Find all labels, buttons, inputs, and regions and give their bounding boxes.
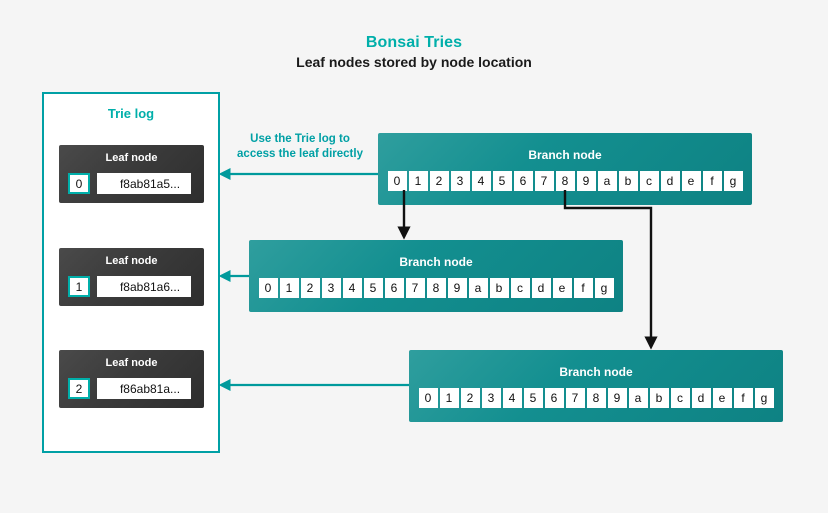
trie-log-annotation: Use the Trie log to access the leaf dire… [225,132,375,162]
branch-cell-1[interactable]: 1 [279,278,299,298]
leaf-node-0[interactable]: Leaf node 0 f8ab81a5... [59,145,204,203]
branch-cell-4[interactable]: 4 [471,171,491,191]
branch-cell-f[interactable]: f [573,278,593,298]
leaf-node-label: Leaf node [105,152,158,164]
leaf-node-row: 0 f8ab81a5... [68,173,191,194]
branch-cell-1[interactable]: 1 [439,388,459,408]
branch-cell-a[interactable]: a [597,171,617,191]
branch-cell-2[interactable]: 2 [460,388,480,408]
leaf-index-box: 1 [68,276,90,297]
branch-cell-g[interactable]: g [594,278,614,298]
leaf-index-box: 0 [68,173,90,194]
branch-cell-9[interactable]: 9 [447,278,467,298]
branch-cell-5[interactable]: 5 [492,171,512,191]
page-title: Bonsai Tries [365,34,463,51]
branch-cell-8[interactable]: 8 [586,388,606,408]
branch-cell-d[interactable]: d [691,388,711,408]
branch-cell-3[interactable]: 3 [481,388,501,408]
branch-cell-4[interactable]: 4 [502,388,522,408]
leaf-node-row: 2 f86ab81a... [68,378,191,399]
branch-cell-8[interactable]: 8 [555,171,575,191]
branch-cell-e[interactable]: e [712,388,732,408]
branch-cell-3[interactable]: 3 [450,171,470,191]
trie-log-title: Trie log [107,106,155,121]
branch-node-label: Branch node [399,255,473,269]
leaf-node-row: 1 f8ab81a6... [68,276,191,297]
annotation-line-2: access the leaf directly [237,148,363,160]
branch-cell-g[interactable]: g [723,171,743,191]
branch-node-label: Branch node [528,148,602,162]
branch-cell-a[interactable]: a [468,278,488,298]
page-subtitle: Leaf nodes stored by node location [296,54,532,70]
branch-cell-2[interactable]: 2 [300,278,320,298]
branch-cell-2[interactable]: 2 [429,171,449,191]
branch-cell-6[interactable]: 6 [384,278,404,298]
leaf-node-label: Leaf node [105,357,158,369]
branch-cell-c[interactable]: c [670,388,690,408]
branch-cell-b[interactable]: b [649,388,669,408]
branch-cell-7[interactable]: 7 [405,278,425,298]
branch-cell-6[interactable]: 6 [544,388,564,408]
leaf-node-2[interactable]: Leaf node 2 f86ab81a... [59,350,204,408]
branch-cell-e[interactable]: e [681,171,701,191]
branch-cell-f[interactable]: f [733,388,753,408]
branch-cell-c[interactable]: c [639,171,659,191]
branch-cell-8[interactable]: 8 [426,278,446,298]
branch-cell-9[interactable]: 9 [576,171,596,191]
leaf-index-box: 2 [68,378,90,399]
branch-cell-0[interactable]: 0 [387,171,407,191]
branch-cell-b[interactable]: b [618,171,638,191]
branch-cell-e[interactable]: e [552,278,572,298]
leaf-node-1[interactable]: Leaf node 1 f8ab81a6... [59,248,204,306]
branch-cell-d[interactable]: d [660,171,680,191]
branch-cell-f[interactable]: f [702,171,722,191]
leaf-node-label: Leaf node [105,255,158,267]
branch-cell-g[interactable]: g [754,388,774,408]
leaf-hash-box: f86ab81a... [97,378,191,399]
leaf-hash-box: f8ab81a5... [97,173,191,194]
branch-cell-3[interactable]: 3 [321,278,341,298]
branch-cell-d[interactable]: d [531,278,551,298]
branch-cell-9[interactable]: 9 [607,388,627,408]
leaf-hash-box: f8ab81a6... [97,276,191,297]
branch-cell-a[interactable]: a [628,388,648,408]
branch-cell-6[interactable]: 6 [513,171,533,191]
branch-cell-c[interactable]: c [510,278,530,298]
branch-cell-1[interactable]: 1 [408,171,428,191]
annotation-line-1: Use the Trie log to [250,133,350,145]
branch-cell-5[interactable]: 5 [523,388,543,408]
branch-cell-7[interactable]: 7 [565,388,585,408]
branch-cell-b[interactable]: b [489,278,509,298]
branch-cell-0[interactable]: 0 [418,388,438,408]
branch-cell-0[interactable]: 0 [258,278,278,298]
branch-cell-7[interactable]: 7 [534,171,554,191]
branch-cell-4[interactable]: 4 [342,278,362,298]
branch-cell-5[interactable]: 5 [363,278,383,298]
branch-node-label: Branch node [559,365,633,379]
